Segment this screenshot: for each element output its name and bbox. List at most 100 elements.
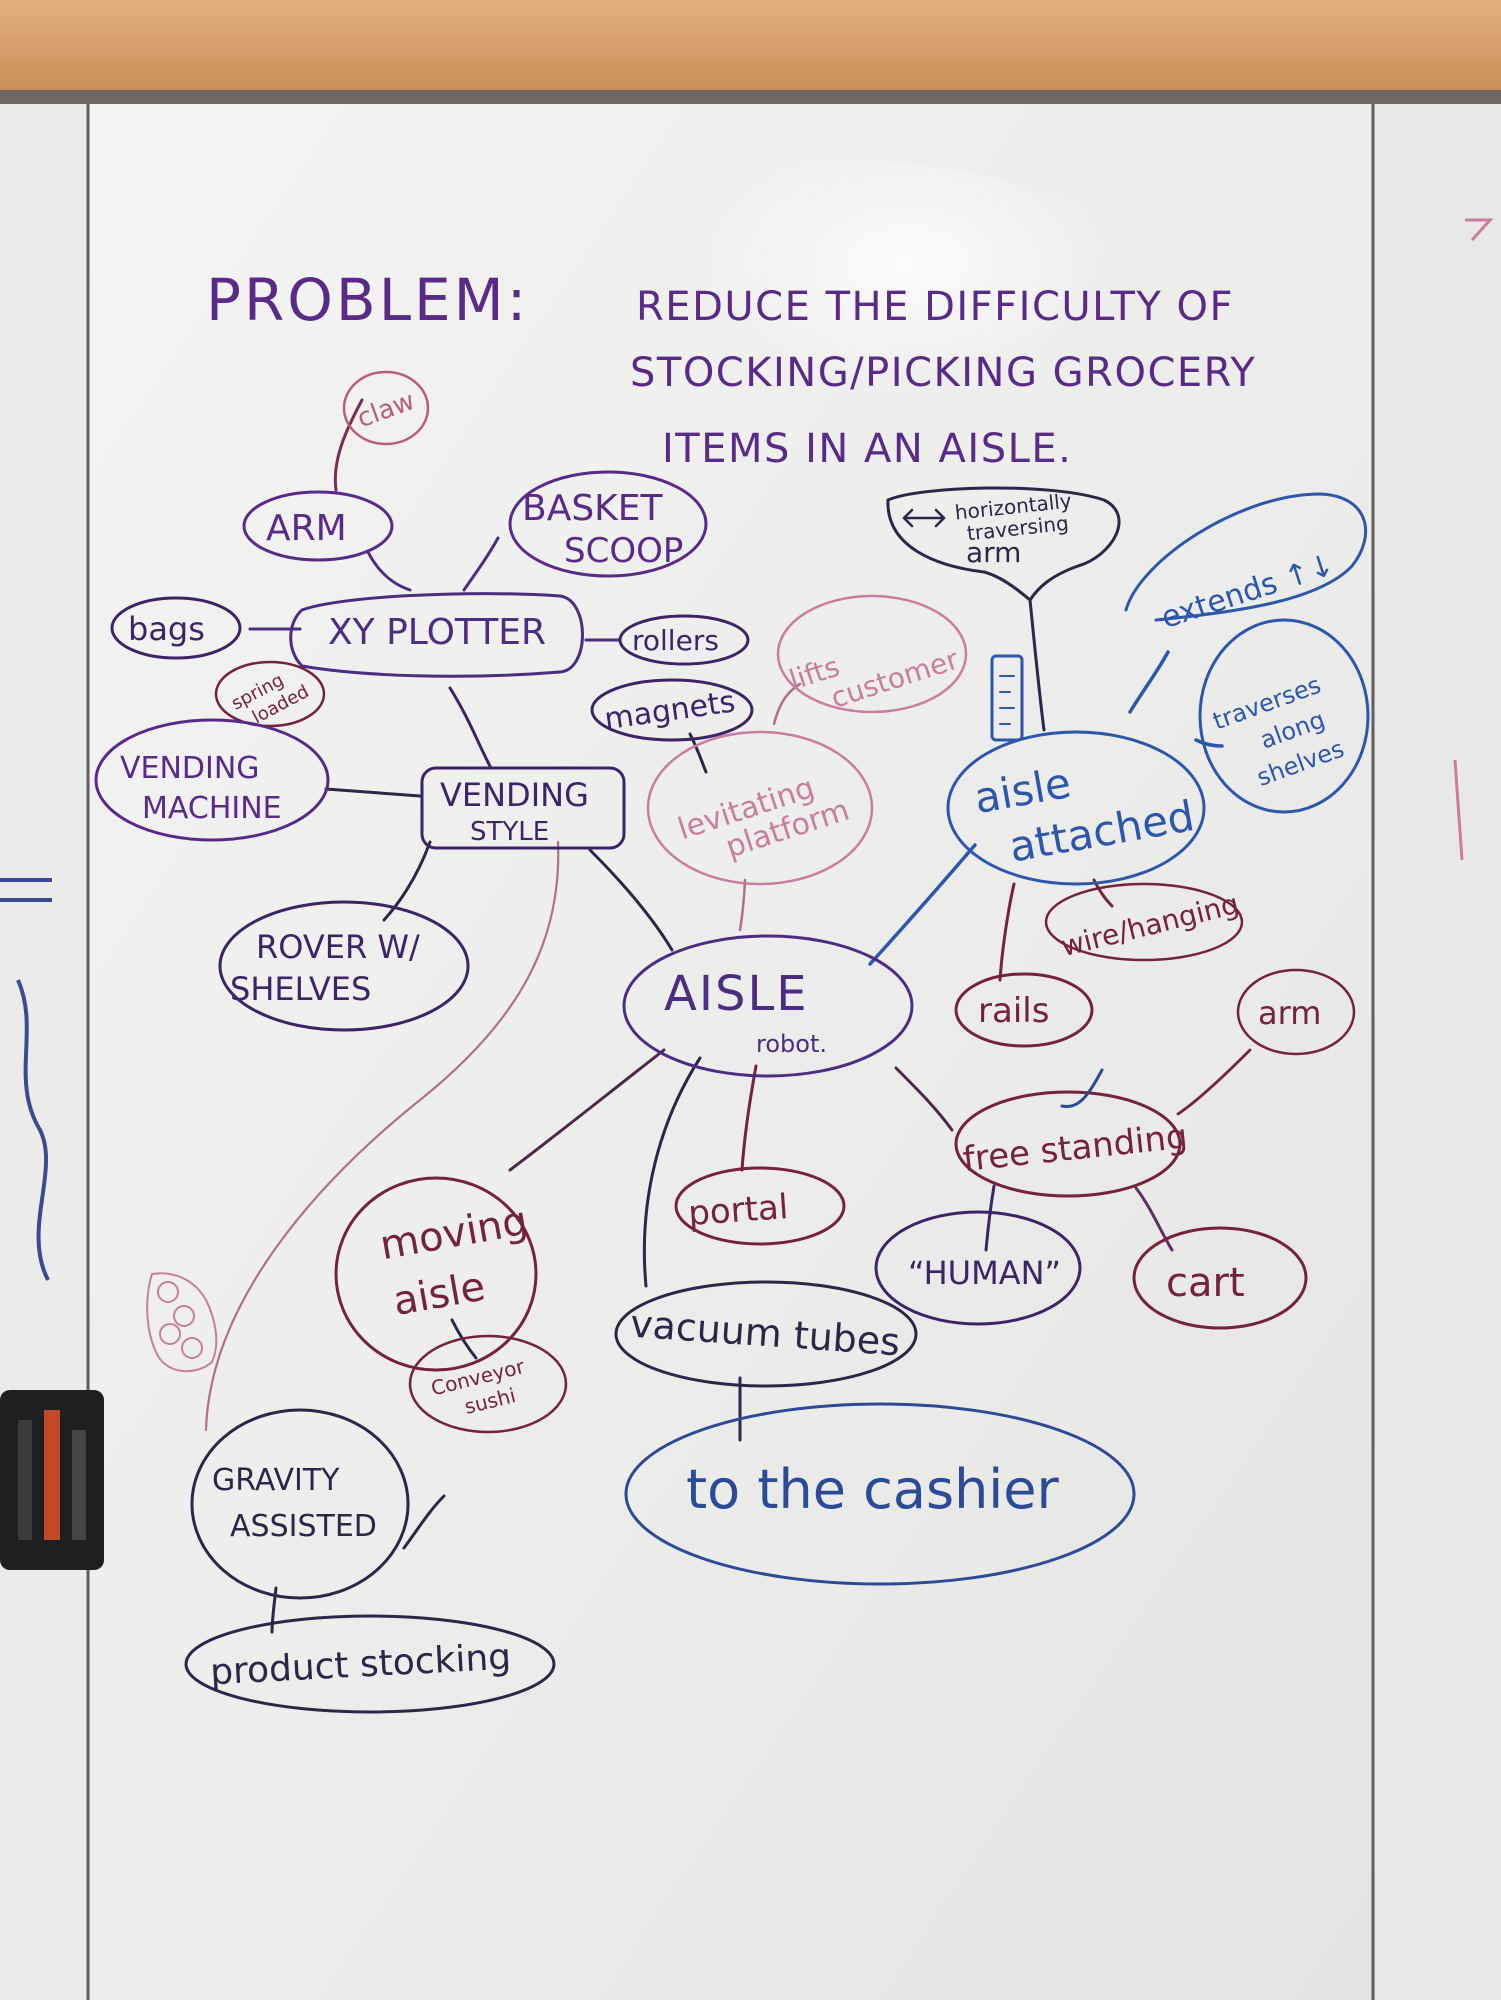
bags-node bbox=[110, 596, 242, 660]
rollers-label: rollers bbox=[632, 624, 719, 657]
arm-right-node bbox=[1236, 968, 1356, 1056]
left-edge-scribble bbox=[0, 878, 52, 1281]
line-levitating-aisle bbox=[738, 878, 747, 932]
rover-line-2: SHELVES bbox=[230, 970, 371, 1008]
aisle-robot-node bbox=[622, 934, 914, 1078]
line-attached-rails bbox=[998, 882, 1016, 982]
portal-node bbox=[674, 1166, 846, 1246]
line-aisle-vacuum bbox=[642, 1056, 702, 1288]
arm-top-node bbox=[242, 490, 394, 562]
cart-node bbox=[1132, 1226, 1308, 1330]
line-lifts-levitating bbox=[772, 682, 802, 726]
marker-red bbox=[44, 1410, 60, 1540]
left-right-arrow-icon bbox=[902, 508, 946, 528]
horizontal-arm-line-3: arm bbox=[966, 536, 1021, 569]
board-frame-top bbox=[0, 90, 1501, 104]
spring-loaded-node bbox=[214, 660, 326, 728]
board-glare bbox=[420, 160, 1260, 680]
gravity-assisted-node bbox=[190, 1408, 410, 1600]
magnets-node bbox=[590, 678, 754, 742]
line-vending-rover bbox=[382, 840, 432, 922]
node-outlines bbox=[94, 370, 1370, 1714]
rover-line-1: ROVER W/ bbox=[256, 928, 420, 966]
xy-plotter-label: XY PLOTTER bbox=[328, 612, 546, 653]
gravity-label: GRAVITY bbox=[212, 1463, 340, 1498]
cart-label: cart bbox=[1166, 1260, 1245, 1306]
arm-top-label: ARM bbox=[266, 508, 347, 549]
line-horizontal-arm-attached bbox=[1028, 598, 1046, 732]
line-arm-claw bbox=[333, 398, 364, 492]
to-the-cashier-node bbox=[624, 1402, 1136, 1586]
line-basket-xy bbox=[462, 536, 500, 592]
line-freestanding-cart bbox=[1134, 1186, 1174, 1252]
rollers-node bbox=[618, 614, 750, 666]
arm-right-label: arm bbox=[1258, 994, 1321, 1032]
problem-line-1: REDUCE THE DIFFICULTY OF bbox=[636, 284, 1234, 330]
rails-label: rails bbox=[978, 991, 1049, 1031]
line-moving-sushi bbox=[450, 1318, 478, 1360]
right-panel bbox=[1373, 104, 1501, 2000]
ruler-doodle bbox=[990, 654, 1024, 742]
vending-machine-line-1: VENDING bbox=[120, 751, 260, 786]
line-aisle-portal bbox=[740, 1064, 758, 1172]
aisle-attached-node bbox=[946, 730, 1206, 886]
vacuum-tubes-node bbox=[614, 1280, 918, 1388]
vending-style-node bbox=[420, 766, 626, 850]
basket-scoop-node bbox=[508, 470, 708, 578]
scoop-label: SCOOP bbox=[564, 531, 683, 571]
assisted-label: ASSISTED bbox=[230, 1509, 377, 1544]
rover-node bbox=[218, 900, 470, 1032]
line-gravity-tail bbox=[402, 1494, 446, 1550]
aisle-robot-main: AISLE bbox=[664, 966, 809, 1022]
vending-machine-node bbox=[94, 718, 330, 842]
line-vending-gravity bbox=[204, 840, 560, 1432]
marker-dark bbox=[18, 1420, 32, 1540]
marker-gray bbox=[72, 1430, 86, 1540]
problem-label: PROBLEM: bbox=[206, 266, 529, 334]
human-node bbox=[874, 1210, 1082, 1326]
doodles bbox=[146, 508, 1104, 1373]
line-aisle-freestanding bbox=[894, 1066, 954, 1132]
right-edge-scribble bbox=[1453, 218, 1494, 861]
lifts-customer-node bbox=[776, 594, 968, 714]
claw-node bbox=[342, 370, 430, 446]
line-vending-aisle bbox=[588, 848, 674, 952]
line-extends-attached bbox=[1128, 650, 1170, 714]
wood-ledge bbox=[0, 0, 1501, 92]
rails-node bbox=[954, 972, 1094, 1048]
vending-style-line-2: STYLE bbox=[470, 817, 549, 847]
problem-line-2: STOCKING/PICKING GROCERY bbox=[630, 350, 1256, 396]
left-panel bbox=[0, 104, 88, 2000]
levitating-platform-node bbox=[646, 730, 874, 886]
portal-label: portal bbox=[687, 1187, 790, 1234]
bags-label: bags bbox=[128, 610, 205, 648]
basket-label: BASKET bbox=[522, 488, 664, 529]
gravity-cylinder-doodle bbox=[146, 1272, 218, 1373]
ruler-ticks bbox=[999, 675, 1015, 725]
traverses-node bbox=[1198, 618, 1370, 814]
xy-plotter-node bbox=[289, 592, 584, 678]
aisle-robot-sub: robot. bbox=[756, 1030, 827, 1058]
vending-machine-line-2: MACHINE bbox=[142, 791, 282, 826]
free-standing-node bbox=[954, 1090, 1182, 1198]
line-arm-freestanding bbox=[1176, 1048, 1252, 1116]
line-traverses-attached bbox=[1194, 738, 1224, 748]
line-aisle-moving bbox=[508, 1048, 666, 1172]
line-gravity-stocking bbox=[270, 1586, 278, 1634]
product-stocking-node bbox=[184, 1614, 556, 1714]
vending-style-line-1: VENDING bbox=[440, 776, 589, 814]
checkmark-doodle bbox=[1060, 1068, 1104, 1109]
human-label: “HUMAN” bbox=[908, 1254, 1061, 1292]
conveyor-sushi-node bbox=[408, 1334, 568, 1434]
problem-line-3: ITEMS IN AN AISLE. bbox=[662, 426, 1072, 472]
to-the-cashier-label: to the cashier bbox=[686, 1458, 1060, 1521]
extends-node bbox=[1124, 492, 1367, 622]
line-vendingmachine-vending bbox=[324, 787, 422, 798]
line-aisle-attached bbox=[868, 843, 977, 966]
line-xy-vending bbox=[448, 686, 492, 768]
line-freestanding-human bbox=[984, 1184, 996, 1252]
moving-aisle-node bbox=[334, 1176, 538, 1372]
connectors bbox=[204, 398, 1252, 1634]
